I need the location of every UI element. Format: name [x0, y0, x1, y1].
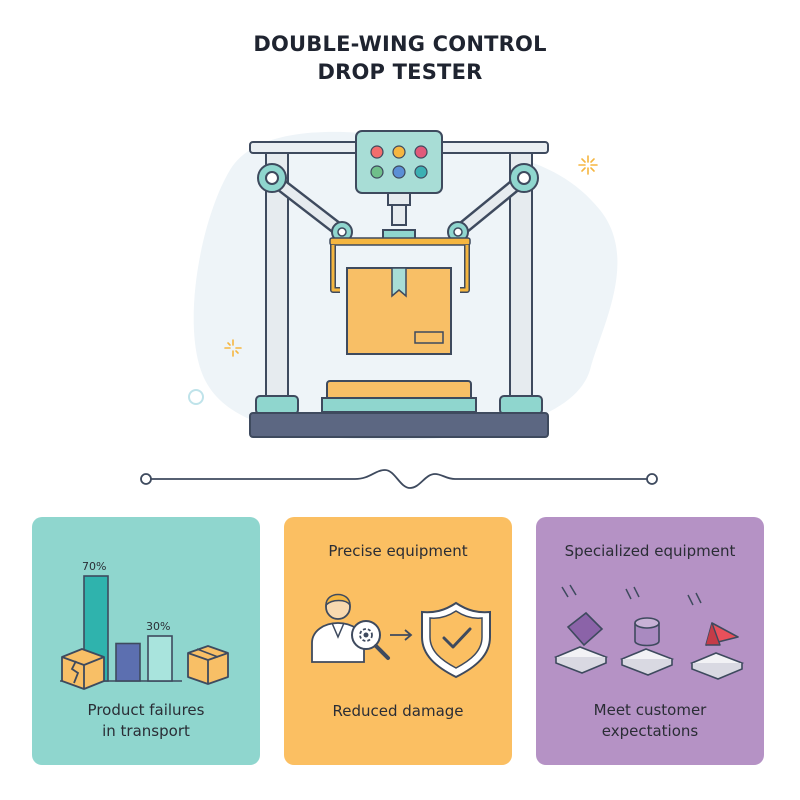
- sparkle-icon: [578, 155, 598, 175]
- card-precise-equipment: Precise equipment Reduced damage: [284, 517, 512, 765]
- decor-circle: [188, 389, 204, 405]
- broken-box-icon: [61, 648, 105, 690]
- spindle: [387, 192, 411, 206]
- pyramid-drop-icon: [687, 592, 745, 680]
- package-tape: [391, 267, 407, 298]
- package-box-icon: [187, 645, 229, 685]
- card-specialized-top-label: Specialized equipment: [564, 542, 736, 560]
- bar-2: [115, 642, 141, 682]
- section-divider: [140, 469, 658, 489]
- magnifier-gear-icon: [351, 620, 390, 660]
- package-label: [414, 331, 444, 344]
- panel-button-6: [414, 165, 428, 179]
- left-foot: [255, 395, 299, 415]
- title-line-2: DROP TESTER: [317, 60, 483, 84]
- card-failures-label: Product failures in transport: [87, 701, 205, 740]
- gripper-bar: [329, 237, 471, 246]
- card-specialized-label: Meet customer expectations: [593, 701, 707, 740]
- sparkle-icon: [224, 339, 242, 357]
- title-line-1: DOUBLE-WING CONTROL: [253, 32, 547, 56]
- inspector-icon: [311, 593, 365, 663]
- panel-buttons: [370, 145, 428, 179]
- panel-button-4: [370, 165, 384, 179]
- panel-button-2: [392, 145, 406, 159]
- card-specialized-equipment: Specialized equipment Meet customer: [536, 517, 764, 765]
- machine-base: [249, 412, 549, 438]
- arrow-right-icon: [390, 629, 413, 641]
- bar-label-3: 30%: [146, 620, 171, 633]
- panel-button-3: [414, 145, 428, 159]
- drop-tester-illustration: [140, 130, 658, 489]
- card-precise-bottom-label: Reduced damage: [332, 702, 464, 720]
- bar-label-1: 70%: [82, 560, 107, 573]
- bar-3: [147, 635, 173, 682]
- cube-drop-icon: [553, 584, 609, 674]
- card-product-failures: 70% 30% Product failures in transport: [32, 517, 260, 765]
- page-title: DOUBLE-WING CONTROL DROP TESTER: [0, 30, 800, 86]
- impact-plate: [321, 397, 477, 413]
- control-panel: [355, 130, 443, 194]
- cylinder-drop-icon: [619, 586, 675, 676]
- drop-objects-illustration: [553, 584, 745, 680]
- precise-illustration: [311, 593, 491, 679]
- panel-button-1: [370, 145, 384, 159]
- right-foot: [499, 395, 543, 415]
- failure-bar-chart: [60, 575, 229, 690]
- panel-button-5: [392, 165, 406, 179]
- card-precise-top-label: Precise equipment: [328, 542, 468, 560]
- shield-check-icon: [421, 601, 491, 679]
